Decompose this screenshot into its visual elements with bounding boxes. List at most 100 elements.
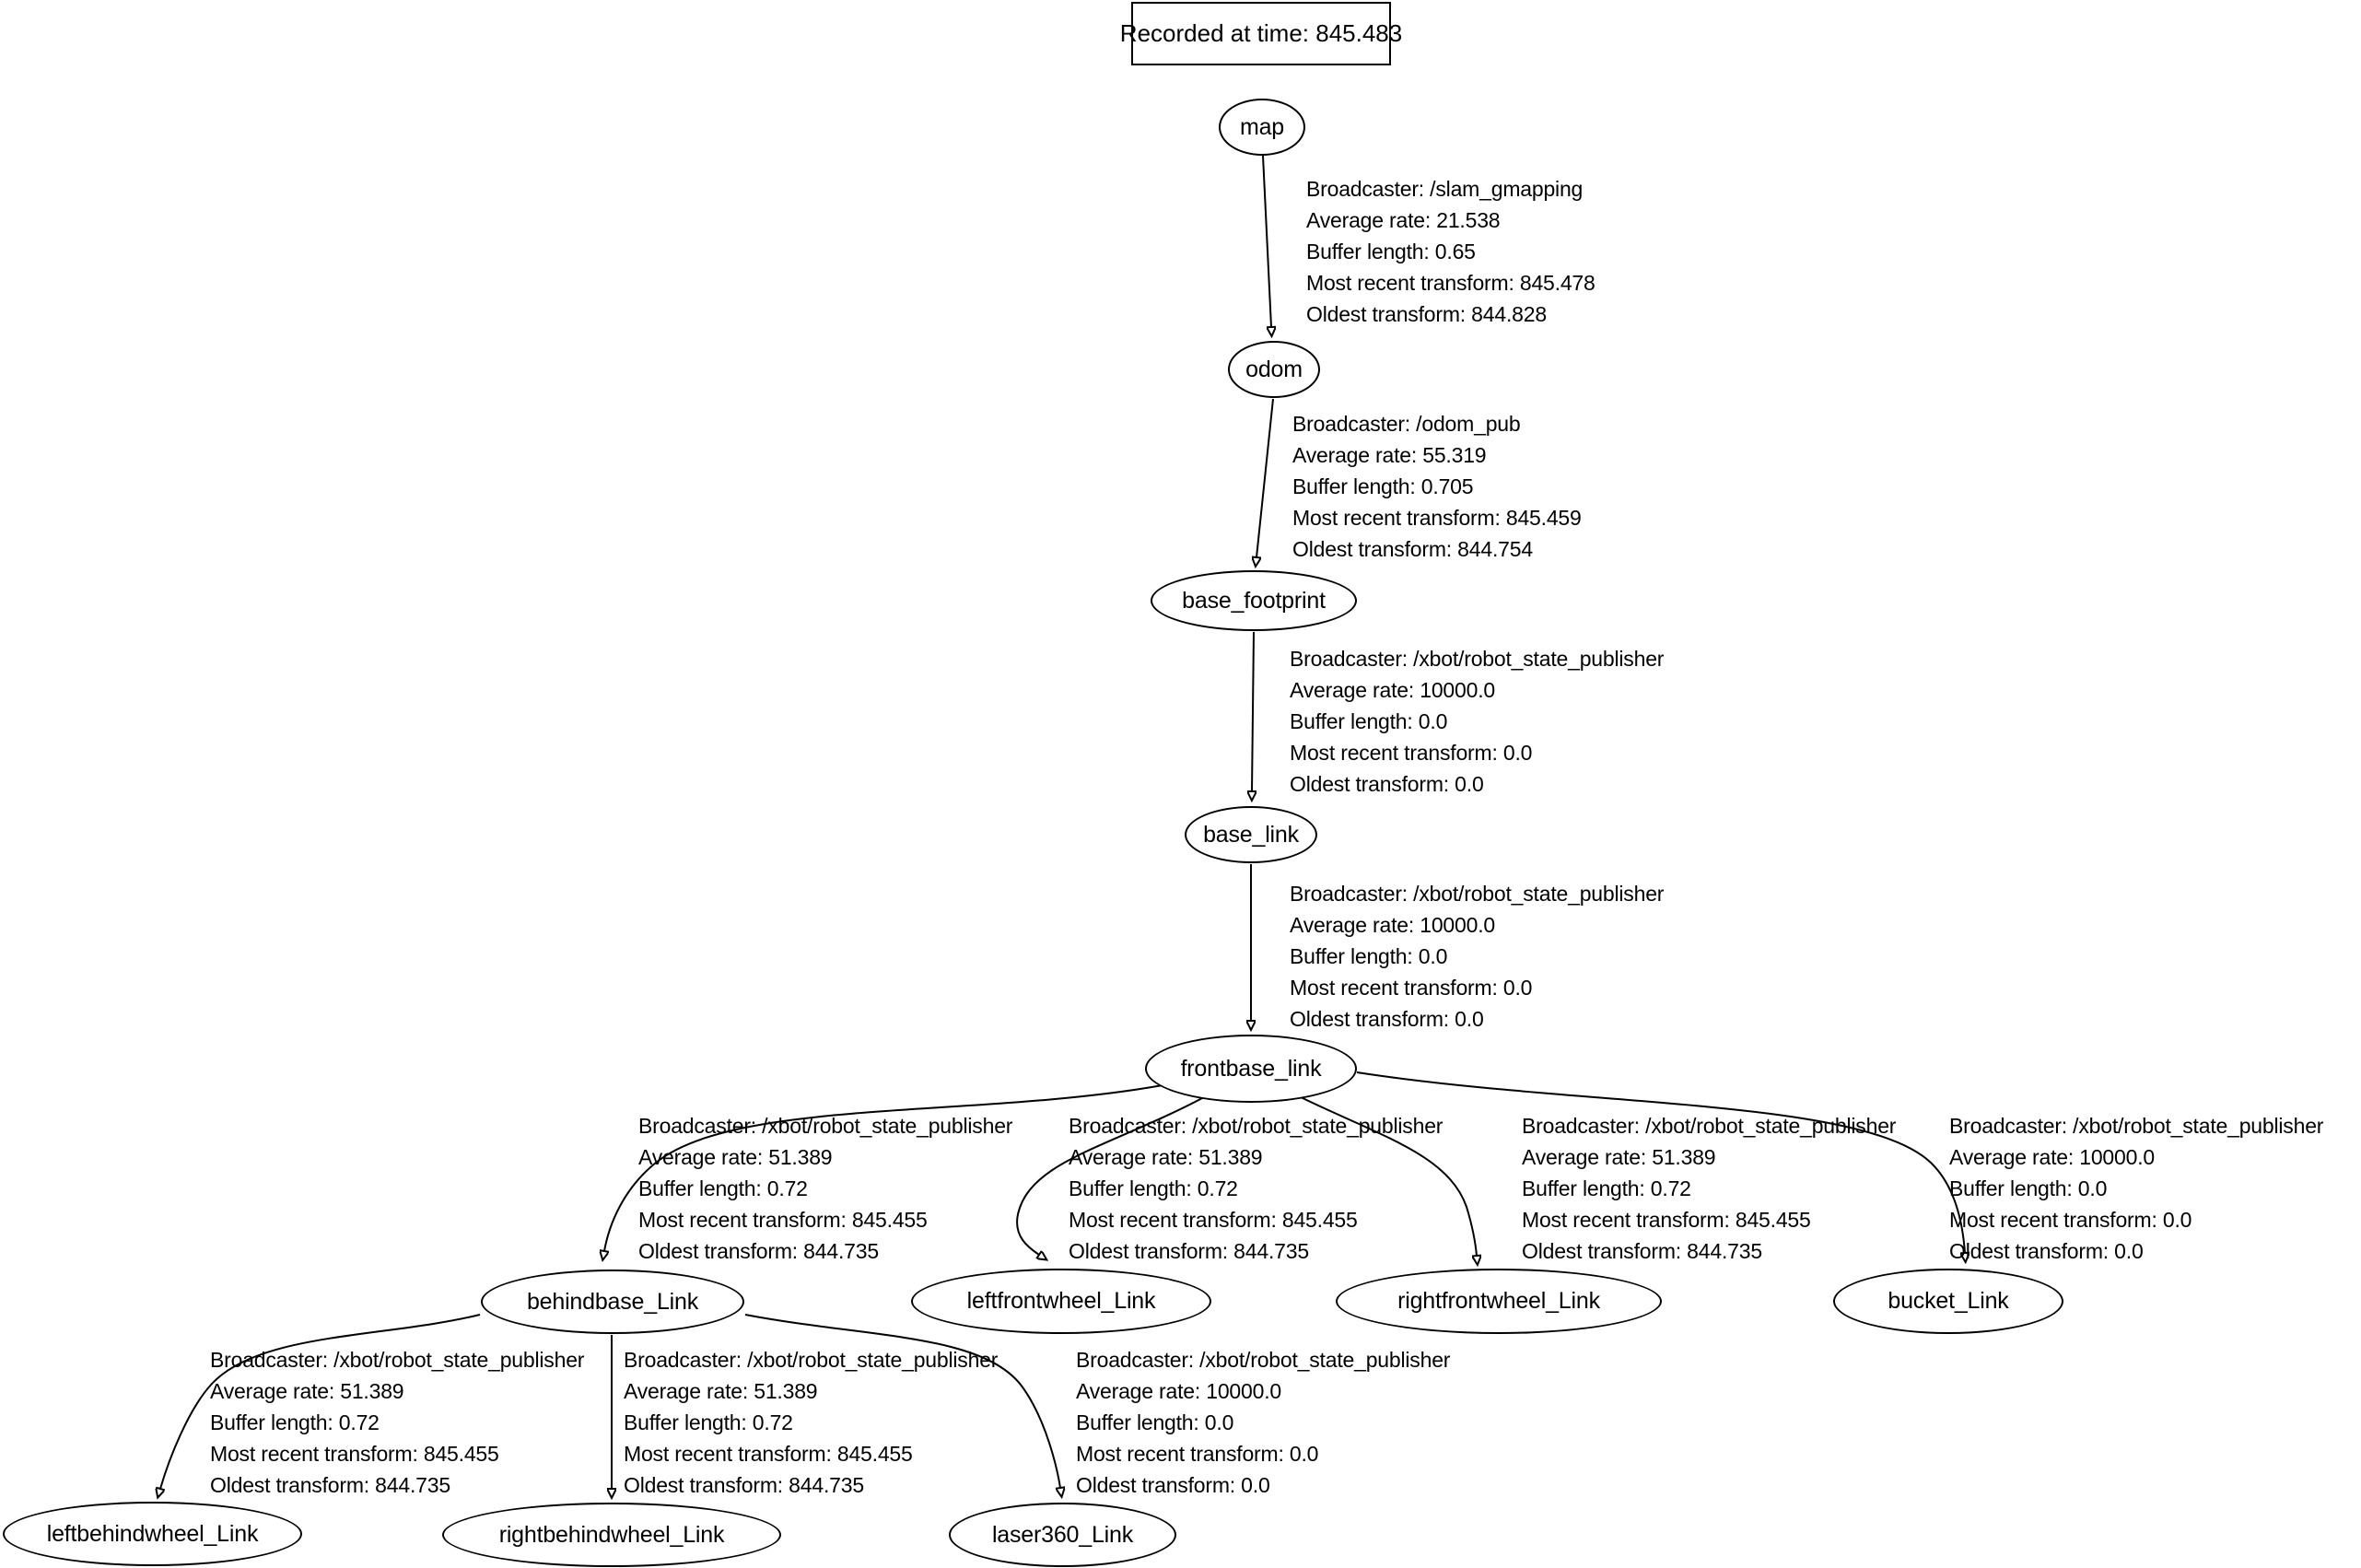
node-behindbase_Link: behindbase_Link bbox=[481, 1270, 744, 1334]
node-laser360_Link-label: laser360_Link bbox=[991, 1521, 1134, 1548]
edge-label-base_link-frontbase_link: Broadcaster: /xbot/robot_state_publisher… bbox=[1290, 878, 1664, 1035]
edge-stat-broadcaster: Broadcaster: /xbot/robot_state_publisher bbox=[1522, 1114, 1897, 1138]
node-map: map bbox=[1219, 99, 1305, 156]
edge-stat-buffer-length: Buffer length: 0.705 bbox=[1292, 474, 1474, 498]
node-map-label: map bbox=[1239, 113, 1285, 140]
edge-stat-oldest: Oldest transform: 844.828 bbox=[1306, 302, 1547, 326]
edge-stat-most-recent: Most recent transform: 0.0 bbox=[1290, 741, 1533, 765]
edge-stat-broadcaster: Broadcaster: /xbot/robot_state_publisher bbox=[1949, 1114, 2324, 1138]
edge-stat-oldest: Oldest transform: 844.735 bbox=[624, 1473, 864, 1497]
edge-stat-oldest: Oldest transform: 0.0 bbox=[1290, 772, 1484, 796]
edge-stat-buffer-length: Buffer length: 0.0 bbox=[1076, 1410, 1234, 1434]
edge-stat-most-recent: Most recent transform: 845.455 bbox=[638, 1208, 928, 1232]
edge-odom-base_footprint bbox=[1256, 398, 1274, 557]
node-leftfrontwheel_Link-label: leftfrontwheel_Link bbox=[966, 1288, 1156, 1314]
edge-label-map-odom: Broadcaster: /slam_gmapping Average rate… bbox=[1306, 173, 1595, 330]
edge-stat-average-rate: Average rate: 51.389 bbox=[1522, 1145, 1716, 1169]
node-laser360_Link: laser360_Link bbox=[949, 1503, 1176, 1567]
edge-stat-average-rate: Average rate: 55.319 bbox=[1292, 443, 1487, 467]
node-base_link-label: base_link bbox=[1203, 821, 1299, 848]
edge-stat-average-rate: Average rate: 51.389 bbox=[624, 1379, 818, 1403]
edge-stat-buffer-length: Buffer length: 0.72 bbox=[1069, 1176, 1238, 1200]
node-rightbehindwheel_Link: rightbehindwheel_Link bbox=[442, 1503, 781, 1567]
edge-stat-oldest: Oldest transform: 844.735 bbox=[1069, 1239, 1309, 1263]
edge-label-behindbase_Link-rightbehindwheel_Link: Broadcaster: /xbot/robot_state_publisher… bbox=[624, 1344, 998, 1501]
edge-stat-oldest: Oldest transform: 0.0 bbox=[1290, 1007, 1484, 1031]
edge-stat-buffer-length: Buffer length: 0.72 bbox=[210, 1410, 380, 1434]
edge-stat-broadcaster: Broadcaster: /xbot/robot_state_publisher bbox=[1076, 1348, 1451, 1372]
edge-stat-most-recent: Most recent transform: 0.0 bbox=[1076, 1442, 1319, 1466]
node-rightfrontwheel_Link: rightfrontwheel_Link bbox=[1336, 1269, 1662, 1334]
node-odom-label: odom bbox=[1245, 356, 1303, 382]
edge-behindbase_Link-leftbehindwheel_Link bbox=[160, 1314, 481, 1489]
edge-stat-broadcaster: Broadcaster: /xbot/robot_state_publisher bbox=[1290, 647, 1665, 671]
node-base_link: base_link bbox=[1185, 806, 1317, 863]
edge-label-behindbase_Link-laser360_Link: Broadcaster: /xbot/robot_state_publisher… bbox=[1076, 1344, 1450, 1501]
edge-stat-buffer-length: Buffer length: 0.72 bbox=[624, 1410, 793, 1434]
node-leftbehindwheel_Link: leftbehindwheel_Link bbox=[3, 1502, 302, 1566]
edge-stat-oldest: Oldest transform: 0.0 bbox=[1949, 1239, 2144, 1263]
node-leftfrontwheel_Link: leftfrontwheel_Link bbox=[911, 1269, 1211, 1334]
edge-label-frontbase_link-bucket_Link: Broadcaster: /xbot/robot_state_publisher… bbox=[1949, 1110, 2323, 1267]
edge-label-frontbase_link-behindbase_Link: Broadcaster: /xbot/robot_state_publisher… bbox=[638, 1110, 1012, 1267]
node-rightbehindwheel_Link-label: rightbehindwheel_Link bbox=[498, 1521, 725, 1548]
edge-stat-average-rate: Average rate: 51.389 bbox=[1069, 1145, 1263, 1169]
edge-stat-buffer-length: Buffer length: 0.0 bbox=[1949, 1176, 2108, 1200]
edge-stat-average-rate: Average rate: 21.538 bbox=[1306, 208, 1501, 232]
edge-stat-most-recent: Most recent transform: 0.0 bbox=[1290, 976, 1533, 1000]
node-base_footprint-label: base_footprint bbox=[1182, 587, 1326, 614]
edge-stat-average-rate: Average rate: 10000.0 bbox=[1290, 913, 1495, 937]
edge-stat-buffer-length: Buffer length: 0.72 bbox=[1522, 1176, 1691, 1200]
edge-map-odom bbox=[1262, 155, 1271, 327]
edge-stat-broadcaster: Broadcaster: /xbot/robot_state_publisher bbox=[638, 1114, 1013, 1138]
edge-frontbase_link-bucket_Link bbox=[1356, 1071, 1965, 1253]
edge-stat-oldest: Oldest transform: 0.0 bbox=[1076, 1473, 1270, 1497]
edge-label-base_footprint-base_link: Broadcaster: /xbot/robot_state_publisher… bbox=[1290, 643, 1664, 800]
edge-stat-average-rate: Average rate: 10000.0 bbox=[1290, 678, 1495, 702]
edge-stat-broadcaster: Broadcaster: /xbot/robot_state_publisher bbox=[210, 1348, 585, 1372]
recorded-time-label: Recorded at time: 845.483 bbox=[1119, 19, 1403, 47]
edge-stat-buffer-length: Buffer length: 0.65 bbox=[1306, 240, 1476, 263]
edge-stat-average-rate: Average rate: 51.389 bbox=[638, 1145, 833, 1169]
edge-stat-most-recent: Most recent transform: 845.455 bbox=[624, 1442, 913, 1466]
node-behindbase_Link-label: behindbase_Link bbox=[526, 1288, 699, 1315]
edge-frontbase_link-leftfrontwheel_Link bbox=[1016, 1096, 1205, 1255]
node-bucket_Link: bucket_Link bbox=[1833, 1269, 2063, 1334]
edge-label-frontbase_link-rightfrontwheel_Link: Broadcaster: /xbot/robot_state_publisher… bbox=[1522, 1110, 1896, 1267]
edge-stat-buffer-length: Buffer length: 0.0 bbox=[1290, 944, 1448, 968]
edge-stat-most-recent: Most recent transform: 845.455 bbox=[210, 1442, 499, 1466]
edge-stat-oldest: Oldest transform: 844.735 bbox=[210, 1473, 450, 1497]
node-frontbase_link-label: frontbase_link bbox=[1180, 1055, 1322, 1082]
edge-stat-oldest: Oldest transform: 844.735 bbox=[638, 1239, 879, 1263]
edge-stat-broadcaster: Broadcaster: /xbot/robot_state_publisher bbox=[624, 1348, 999, 1372]
edge-stat-most-recent: Most recent transform: 0.0 bbox=[1949, 1208, 2192, 1232]
node-base_footprint: base_footprint bbox=[1151, 570, 1357, 631]
edge-stat-broadcaster: Broadcaster: /slam_gmapping bbox=[1306, 177, 1584, 201]
edge-base_footprint-base_link bbox=[1252, 631, 1254, 791]
node-odom: odom bbox=[1228, 341, 1320, 398]
node-bucket_Link-label: bucket_Link bbox=[1888, 1288, 2009, 1314]
edge-stat-oldest: Oldest transform: 844.735 bbox=[1522, 1239, 1762, 1263]
edge-label-odom-base_footprint: Broadcaster: /odom_pub Average rate: 55.… bbox=[1292, 408, 1582, 565]
edge-stat-average-rate: Average rate: 10000.0 bbox=[1949, 1145, 2155, 1169]
node-frontbase_link: frontbase_link bbox=[1145, 1035, 1357, 1103]
edge-label-frontbase_link-leftfrontwheel_Link: Broadcaster: /xbot/robot_state_publisher… bbox=[1069, 1110, 1443, 1267]
recorded-time-box: Recorded at time: 845.483 bbox=[1120, 2, 1402, 65]
edge-stat-average-rate: Average rate: 10000.0 bbox=[1076, 1379, 1281, 1403]
edge-stat-broadcaster: Broadcaster: /odom_pub bbox=[1292, 412, 1521, 436]
edge-stat-oldest: Oldest transform: 844.754 bbox=[1292, 537, 1533, 561]
edge-label-behindbase_Link-leftbehindwheel_Link: Broadcaster: /xbot/robot_state_publisher… bbox=[210, 1344, 584, 1501]
node-rightfrontwheel_Link-label: rightfrontwheel_Link bbox=[1397, 1288, 1600, 1314]
edge-stat-buffer-length: Buffer length: 0.0 bbox=[1290, 709, 1448, 733]
edge-frontbase_link-rightfrontwheel_Link bbox=[1298, 1095, 1477, 1256]
edge-stat-broadcaster: Broadcaster: /xbot/robot_state_publisher bbox=[1290, 882, 1665, 906]
edge-stat-broadcaster: Broadcaster: /xbot/robot_state_publisher bbox=[1069, 1114, 1443, 1138]
edge-stat-most-recent: Most recent transform: 845.455 bbox=[1522, 1208, 1811, 1232]
edge-stat-most-recent: Most recent transform: 845.459 bbox=[1292, 506, 1582, 530]
edge-frontbase_link-behindbase_Link bbox=[604, 1084, 1163, 1251]
edge-stat-buffer-length: Buffer length: 0.72 bbox=[638, 1176, 808, 1200]
edge-stat-average-rate: Average rate: 51.389 bbox=[210, 1379, 404, 1403]
edge-stat-most-recent: Most recent transform: 845.478 bbox=[1306, 271, 1595, 295]
